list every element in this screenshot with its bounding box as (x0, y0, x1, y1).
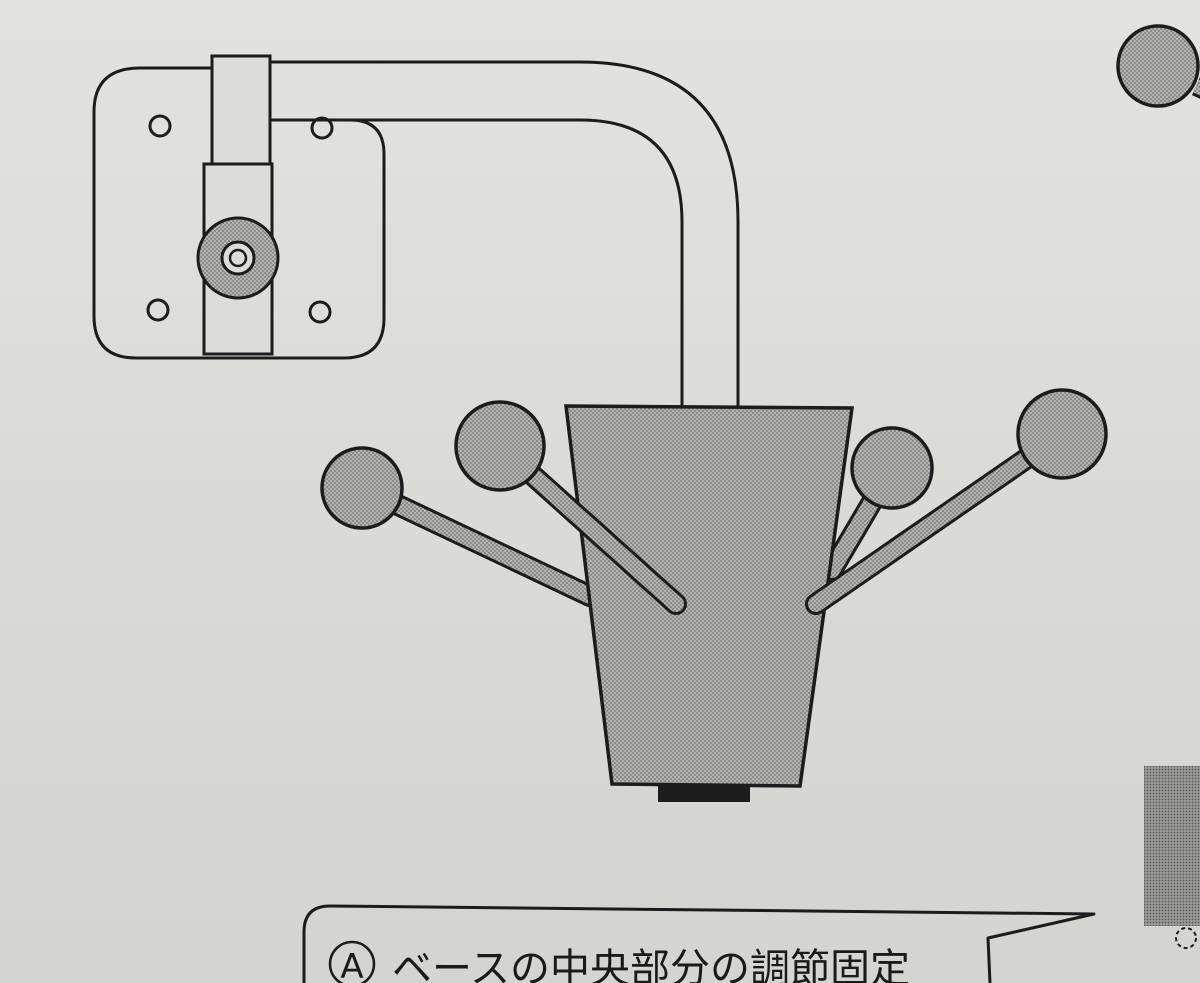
neighbor-figure-block (1144, 766, 1200, 949)
screw-hole-top-left (148, 114, 172, 138)
screw-hole-bottom-left (146, 298, 170, 322)
ball-far-left (320, 446, 404, 530)
screw-hole-top-right (310, 116, 334, 140)
tapered-holder (564, 404, 855, 802)
mounting-plate (92, 66, 386, 360)
ball-inner-right (850, 426, 934, 510)
ball-inner-left (454, 400, 546, 492)
support-arm (270, 60, 740, 408)
ball-ends (320, 388, 1108, 530)
callout-box: A ベースの中央部分の調節固定 (302, 904, 1096, 983)
callout-marker-circle (328, 940, 376, 983)
callout-text: ベースの中央部分の調節固定 (392, 946, 910, 983)
ball-far-right (1016, 388, 1108, 480)
screw-hole-bottom-right (308, 300, 332, 324)
knob-bolt (220, 240, 256, 276)
neighbor-figure-ball (1116, 24, 1200, 108)
clamp-block (196, 54, 280, 356)
callout-marker: A (340, 947, 363, 983)
holder-base-foot (658, 786, 750, 802)
